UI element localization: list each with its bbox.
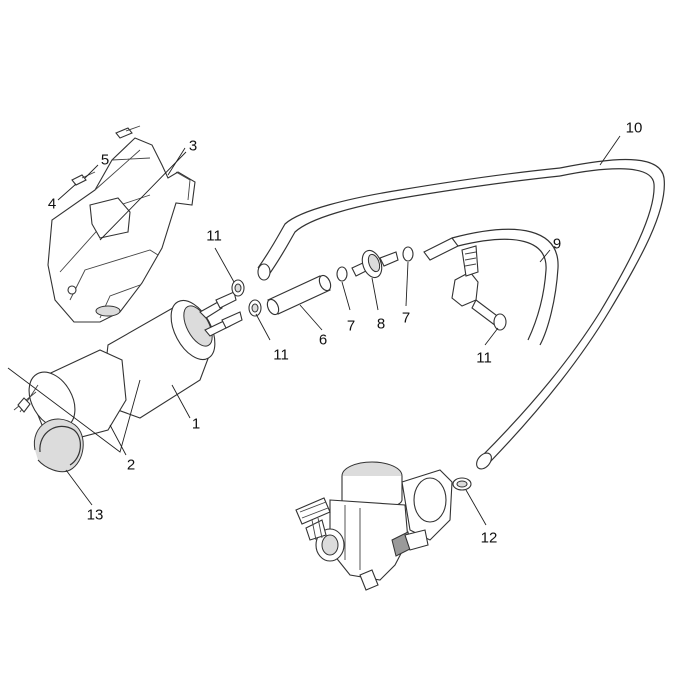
bolt-upper bbox=[115, 125, 141, 139]
fuel-hose-10 bbox=[476, 158, 665, 470]
pump-filter bbox=[13, 349, 127, 441]
callout-7-right: 7 bbox=[401, 309, 411, 327]
callout-5: 5 bbox=[100, 151, 110, 169]
return-hose bbox=[257, 167, 561, 281]
callout-12: 12 bbox=[480, 529, 498, 547]
clamp-12 bbox=[452, 477, 472, 491]
clamp-7-left bbox=[336, 266, 348, 282]
callout-9: 9 bbox=[552, 235, 562, 253]
callout-11-right: 11 bbox=[476, 349, 492, 367]
callout-7-left: 7 bbox=[346, 317, 356, 335]
clamp-11-upper bbox=[231, 279, 245, 297]
bolt-lower bbox=[71, 171, 96, 186]
fuel-hose-9 bbox=[423, 228, 559, 346]
clamp-11-lower bbox=[248, 299, 262, 317]
callout-2: 2 bbox=[126, 456, 136, 474]
clamp-7-right bbox=[402, 246, 414, 262]
fuel-hose-6 bbox=[266, 274, 332, 316]
carburettor bbox=[295, 461, 453, 591]
fuel-pump bbox=[103, 291, 243, 419]
callout-4: 4 bbox=[47, 195, 57, 213]
callout-8: 8 bbox=[376, 315, 386, 333]
callout-11-lower: 11 bbox=[273, 346, 289, 364]
pump-clamp-ring bbox=[7, 367, 141, 473]
inline-fuel-filter bbox=[351, 249, 399, 279]
mounting-bracket bbox=[47, 137, 196, 323]
callout-11-upper: 11 bbox=[206, 227, 222, 245]
callout-3: 3 bbox=[188, 137, 198, 155]
callout-1: 1 bbox=[191, 415, 201, 433]
leader-lines bbox=[57, 135, 621, 526]
callout-13: 13 bbox=[86, 506, 104, 524]
callout-6: 6 bbox=[318, 331, 328, 349]
callout-10: 10 bbox=[625, 119, 643, 137]
